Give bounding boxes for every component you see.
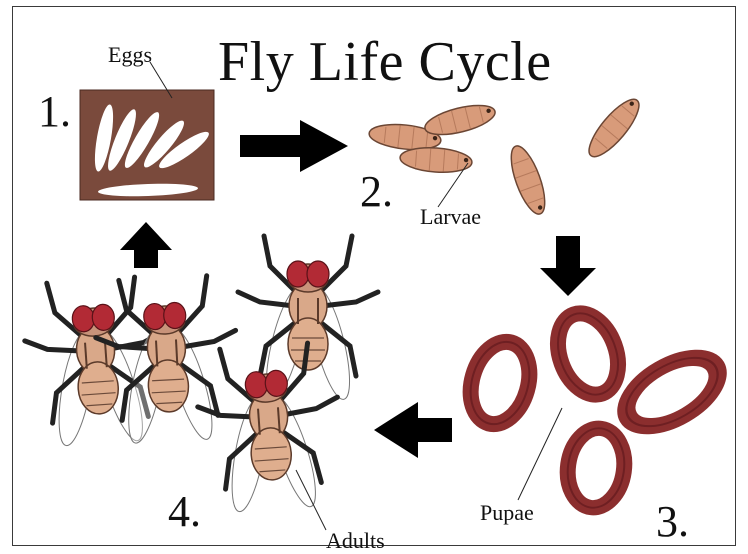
stage-3-label: Pupae	[480, 502, 534, 524]
stage-1-number: 1.	[38, 90, 71, 134]
arrow-down-icon	[540, 236, 596, 296]
larva-icon	[368, 93, 646, 218]
arrow-up-icon	[120, 222, 172, 268]
adult-fly-icon	[21, 236, 378, 517]
arrow-left-icon	[374, 402, 452, 458]
eggs-icon	[80, 90, 214, 200]
stage-1-label: Eggs	[108, 44, 152, 66]
pupa-icon	[462, 305, 729, 511]
pupae-leader-line	[518, 408, 562, 500]
stage-2-label: Larvae	[420, 206, 481, 228]
diagram-title: Fly Life Cycle	[218, 34, 552, 90]
stage-3-number: 3.	[656, 500, 689, 544]
stage-2-number: 2.	[360, 170, 393, 214]
arrow-right-icon	[240, 120, 348, 172]
stage-4-label: Adults	[326, 530, 385, 552]
stage-4-number: 4.	[168, 490, 201, 534]
